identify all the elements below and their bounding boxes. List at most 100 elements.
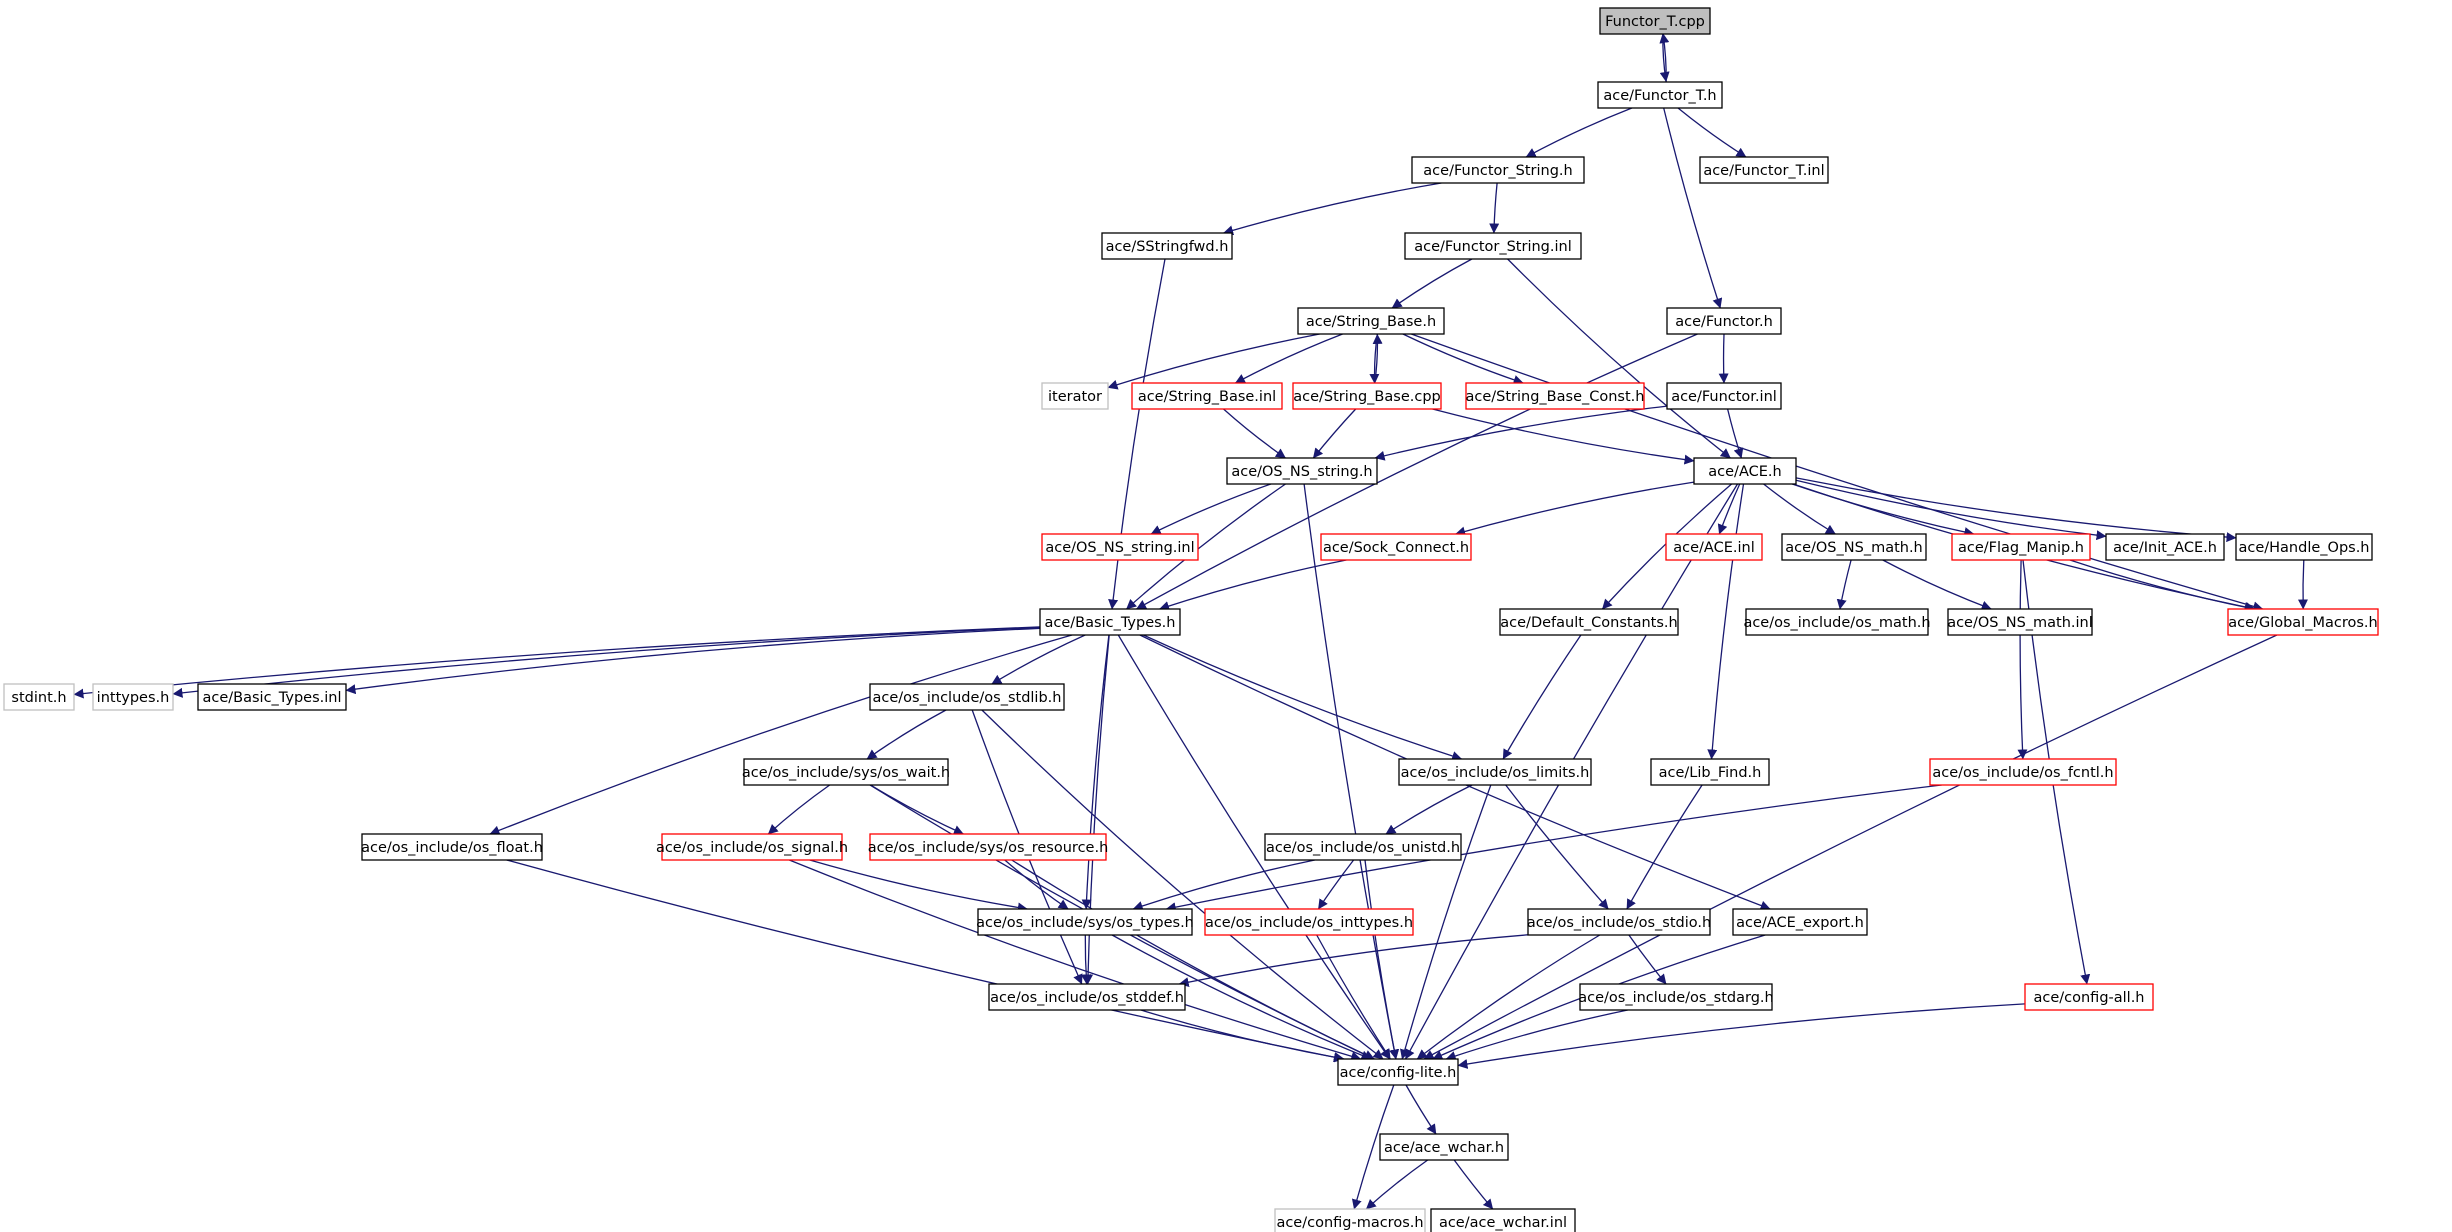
node-os-unistd-h[interactable]: ace/os_include/os_unistd.h (1264, 833, 1462, 861)
node-os-signal-h[interactable]: ace/os_include/os_signal.h (656, 833, 848, 861)
node-stdint-h[interactable]: stdint.h (3, 683, 75, 711)
node-os-ns-math-inl[interactable]: ace/OS_NS_math.inl (1947, 608, 2093, 636)
node-os-ns-string-h[interactable]: ace/OS_NS_string.h (1226, 457, 1378, 485)
node-label: ace/os_include/sys/os_wait.h (742, 765, 950, 781)
node-label: Functor_T.cpp (1605, 14, 1705, 30)
edge-ace_h-to-os_ns_math_h (1763, 483, 1836, 535)
node-label: iterator (1048, 389, 1102, 405)
edge-os_inttypes_h-to-config_lite_h (1316, 934, 1391, 1060)
node-lib-find-h[interactable]: ace/Lib_Find.h (1650, 758, 1770, 786)
node-os-stdio-h[interactable]: ace/os_include/os_stdio.h (1527, 908, 1711, 936)
node-functor-h[interactable]: ace/Functor.h (1666, 307, 1782, 335)
edge-basic_types_h-to-os_stdlib_h (991, 634, 1086, 685)
node-box (1650, 758, 1770, 786)
edge-string_base_cpp-to-os_ns_string_h (1312, 408, 1357, 459)
node-os-stdlib-h[interactable]: ace/os_include/os_stdlib.h (869, 683, 1065, 711)
node-basic-types-h[interactable]: ace/Basic_Types.h (1039, 608, 1181, 636)
node-string-base-cpp[interactable]: ace/String_Base.cpp (1292, 382, 1442, 410)
node-box (1732, 908, 1868, 936)
node-os-inttypes-h[interactable]: ace/os_include/os_inttypes.h (1204, 908, 1414, 936)
node-box (1665, 533, 1763, 561)
node-string-base-const-h[interactable]: ace/String_Base_Const.h (1465, 382, 1645, 410)
node-functor-t-cpp[interactable]: Functor_T.cpp (1599, 7, 1711, 35)
node-box (1745, 608, 1929, 636)
node-os-wait-h[interactable]: ace/os_include/sys/os_wait.h (742, 758, 950, 786)
node-default-constants-h[interactable]: ace/Default_Constants.h (1499, 608, 1679, 636)
node-iterator[interactable]: iterator (1041, 382, 1109, 410)
node-box (1599, 7, 1711, 35)
node-box (1666, 307, 1782, 335)
node-ace-h[interactable]: ace/ACE.h (1693, 457, 1797, 485)
node-box (197, 683, 347, 711)
edge-os_float_h-to-config_lite_h (506, 859, 1344, 1063)
node-config-macros-h[interactable]: ace/config-macros.h (1274, 1208, 1426, 1232)
edge-ace_h-to-ace_inl (1717, 483, 1741, 535)
node-functor-string-h[interactable]: ace/Functor_String.h (1411, 156, 1585, 184)
node-os-limits-h[interactable]: ace/os_include/os_limits.h (1398, 758, 1592, 786)
node-functor-t-inl[interactable]: ace/Functor_T.inl (1699, 156, 1829, 184)
node-global-macros-h[interactable]: ace/Global_Macros.h (2227, 608, 2379, 636)
node-box (1320, 533, 1472, 561)
node-box (1666, 382, 1782, 410)
node-os-float-h[interactable]: ace/os_include/os_float.h (361, 833, 543, 861)
node-label: ace/ACE_export.h (1736, 915, 1864, 931)
node-label: ace/String_Base.h (1306, 314, 1436, 330)
node-ace-export-h[interactable]: ace/ACE_export.h (1732, 908, 1868, 936)
node-init-ace-h[interactable]: ace/Init_ACE.h (2105, 533, 2225, 561)
node-label: ace/Functor.inl (1671, 389, 1777, 405)
node-functor-inl[interactable]: ace/Functor.inl (1666, 382, 1782, 410)
edge-os_limits_h-to-os_unistd_h (1385, 784, 1473, 835)
node-box (743, 758, 949, 786)
node-sock-connect-h[interactable]: ace/Sock_Connect.h (1320, 533, 1472, 561)
node-basic-types-inl[interactable]: ace/Basic_Types.inl (197, 683, 347, 711)
node-box (1264, 833, 1462, 861)
node-box (1929, 758, 2117, 786)
node-os-ns-string-inl[interactable]: ace/OS_NS_string.inl (1041, 533, 1199, 561)
node-config-all-h[interactable]: ace/config-all.h (2024, 983, 2154, 1011)
node-sstringfwd-h[interactable]: ace/SStringfwd.h (1101, 232, 1233, 260)
node-box (1274, 1208, 1426, 1232)
node-config-lite-h[interactable]: ace/config-lite.h (1337, 1058, 1459, 1086)
edge-functor_string_inl-to-ace_h (1507, 258, 1731, 459)
node-box (1379, 1133, 1509, 1161)
edge-os_stdio_h-to-os_stdarg_h (1628, 934, 1667, 985)
node-label: ace/Basic_Types.inl (202, 690, 341, 706)
edge-os_unistd_h-to-os_inttypes_h (1317, 859, 1355, 910)
node-box (1337, 1058, 1459, 1086)
edge-basic_types_h-to-os_float_h (489, 634, 1073, 836)
node-os-ns-math-h[interactable]: ace/OS_NS_math.h (1781, 533, 1927, 561)
node-string-base-h[interactable]: ace/String_Base.h (1297, 307, 1445, 335)
node-label: ace/config-lite.h (1340, 1065, 1457, 1081)
node-ace-wchar-inl[interactable]: ace/ace_wchar.inl (1430, 1208, 1576, 1232)
node-label: ace/ACE.inl (1673, 540, 1754, 556)
edge-functor_t_h-to-functor_h (1663, 107, 1723, 309)
edge-os_types_h-to-os_stddef_h (1081, 934, 1092, 985)
edge-os_signal_h-to-config_lite_h (789, 859, 1362, 1062)
node-functor-string-inl[interactable]: ace/Functor_String.inl (1404, 232, 1582, 260)
node-label: ace/Functor_String.inl (1414, 239, 1571, 255)
node-label: ace/OS_NS_math.inl (1947, 615, 2093, 631)
node-string-base-inl[interactable]: ace/String_Base.inl (1131, 382, 1283, 410)
node-os-stddef-h[interactable]: ace/os_include/os_stddef.h (988, 983, 1186, 1011)
node-os-stdarg-h[interactable]: ace/os_include/os_stdarg.h (1578, 983, 1774, 1011)
edge-functor_string_h-to-functor_string_inl (1489, 182, 1500, 234)
node-box (361, 833, 543, 861)
node-ace-wchar-h[interactable]: ace/ace_wchar.h (1379, 1133, 1509, 1161)
node-functor-t-h[interactable]: ace/Functor_T.h (1597, 81, 1723, 109)
node-os-resource-h[interactable]: ace/os_include/sys/os_resource.h (868, 833, 1109, 861)
node-ace-inl[interactable]: ace/ACE.inl (1665, 533, 1763, 561)
edge-os_wait_h-to-os_signal_h (767, 784, 831, 835)
node-box (1404, 232, 1582, 260)
node-flag-manip-h[interactable]: ace/Flag_Manip.h (1951, 533, 2091, 561)
node-handle-ops-h[interactable]: ace/Handle_Ops.h (2235, 533, 2373, 561)
node-label: ace/Functor_String.h (1423, 163, 1572, 179)
node-label: ace/Functor_T.h (1603, 88, 1716, 104)
node-label: ace/Sock_Connect.h (1323, 540, 1469, 556)
node-os-types-h[interactable]: ace/os_include/sys/os_types.h (976, 908, 1194, 936)
node-inttypes-h[interactable]: inttypes.h (92, 683, 174, 711)
node-label: ace/os_include/sys/os_types.h (976, 915, 1194, 931)
node-box (1411, 156, 1585, 184)
node-os-math-h[interactable]: ace/os_include/os_math.h (1743, 608, 1931, 636)
edge-os_ns_string_h-to-os_ns_string_inl (1150, 483, 1272, 535)
node-os-fcntl-h[interactable]: ace/os_include/os_fcntl.h (1929, 758, 2117, 786)
